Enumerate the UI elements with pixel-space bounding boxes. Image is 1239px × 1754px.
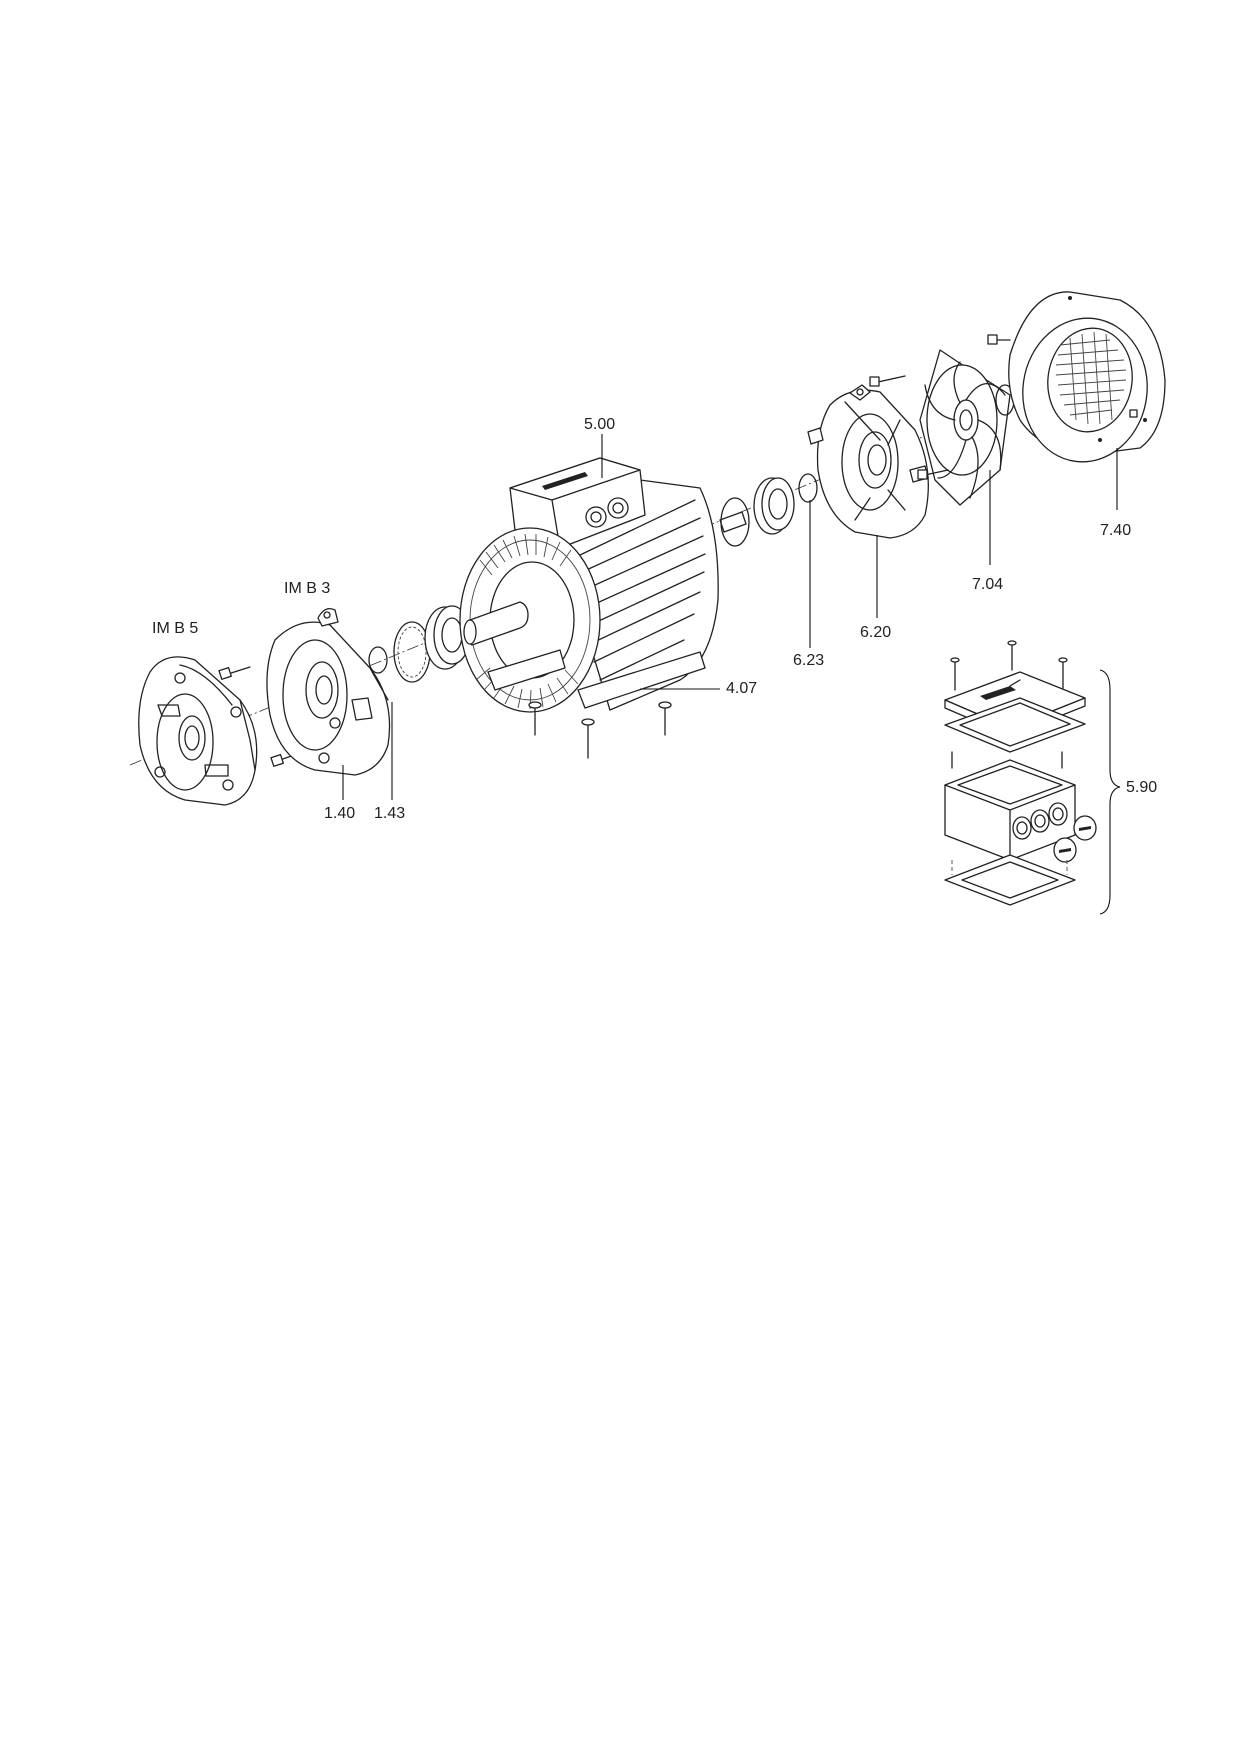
stator-frame [459, 457, 719, 713]
cooling-fan [917, 349, 1015, 506]
callout-6-20: 6.20 [860, 624, 891, 641]
callout-1-43: 1.43 [374, 805, 405, 822]
variant-label-imb5: IM B 5 [152, 620, 198, 637]
wave-washer-and-circlip [368, 621, 431, 683]
callout-leaders [342, 434, 1118, 800]
flange-end-shield-imb5 [138, 656, 258, 806]
terminal-cover-screws [950, 640, 1068, 691]
fan-cover [987, 291, 1166, 463]
callout-5-90: 5.90 [1126, 779, 1157, 796]
rotor-shaft [463, 601, 529, 646]
shaft-key [719, 511, 747, 533]
foot-screws [528, 701, 672, 759]
callout-1-40: 1.40 [324, 805, 355, 822]
nde-end-shield [807, 375, 929, 539]
callout-4-07: 4.07 [726, 680, 757, 697]
callout-7-40: 7.40 [1100, 522, 1131, 539]
callout-6-23: 6.23 [793, 652, 824, 669]
nde-bearing-set [720, 473, 818, 547]
end-shield-imb3 [266, 607, 391, 776]
callout-5-00: 5.00 [584, 416, 615, 433]
variant-label-imb3: IM B 3 [284, 580, 330, 597]
callout-7-04: 7.04 [972, 576, 1003, 593]
terminal-box-kit [944, 640, 1121, 915]
